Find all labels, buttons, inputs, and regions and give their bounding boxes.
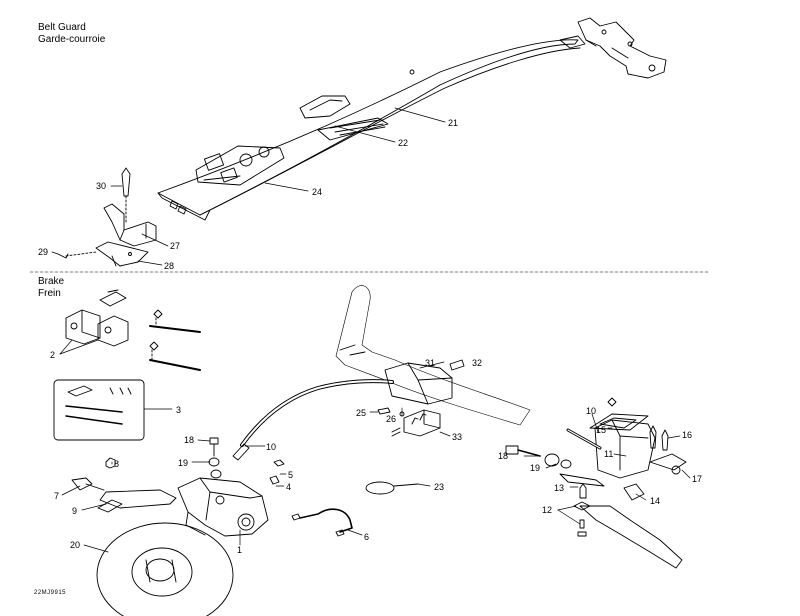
callout-14: 14 bbox=[650, 496, 660, 506]
callout-5: 5 bbox=[288, 470, 293, 480]
callout-33: 33 bbox=[452, 432, 462, 442]
callout-31: 31 bbox=[425, 358, 435, 368]
callout-30: 30 bbox=[96, 181, 106, 191]
callout-27: 27 bbox=[170, 241, 180, 251]
callout-2: 2 bbox=[50, 350, 55, 360]
callout-13: 13 bbox=[554, 483, 564, 493]
callout-19: 19 bbox=[178, 458, 188, 468]
belt-guard-title-fr: Garde-courroie bbox=[38, 34, 106, 45]
callout-28: 28 bbox=[164, 261, 174, 271]
callout-9: 9 bbox=[72, 506, 77, 516]
callout-22: 22 bbox=[398, 138, 408, 148]
callout-3: 3 bbox=[176, 405, 181, 415]
callout-29: 29 bbox=[38, 247, 48, 257]
callout-32: 32 bbox=[472, 358, 482, 368]
callout-21: 21 bbox=[448, 118, 458, 128]
callout-labels: 21 22 24 30 27 29 28 2 3 8 7 9 20 18 19 … bbox=[38, 118, 702, 555]
callout-18-right: 18 bbox=[498, 451, 508, 461]
callout-1: 1 bbox=[237, 545, 242, 555]
callout-4: 4 bbox=[286, 482, 291, 492]
callout-16: 16 bbox=[682, 430, 692, 440]
belt-guard-drawing bbox=[57, 17, 667, 267]
callout-11: 11 bbox=[604, 449, 613, 459]
callout-6: 6 bbox=[364, 532, 369, 542]
callout-25: 25 bbox=[356, 408, 366, 418]
belt-guard-leaders bbox=[51, 107, 446, 266]
callout-7: 7 bbox=[54, 491, 59, 501]
diagram-code: 22MJ9915 bbox=[34, 590, 67, 596]
callout-19-right: 19 bbox=[530, 463, 540, 473]
callout-10: 10 bbox=[266, 442, 276, 452]
brake-title-fr: Frein bbox=[38, 288, 61, 299]
callout-15: 15 bbox=[596, 425, 606, 435]
callout-10-right: 10 bbox=[586, 406, 596, 416]
callout-23: 23 bbox=[434, 482, 444, 492]
callout-24: 24 bbox=[312, 187, 322, 197]
callout-12: 12 bbox=[542, 505, 552, 515]
callout-26: 26 bbox=[386, 414, 396, 424]
callout-18: 18 bbox=[184, 435, 194, 445]
brake-drawing bbox=[53, 285, 687, 616]
brake-leaders bbox=[59, 339, 691, 553]
callout-20: 20 bbox=[70, 540, 80, 550]
brake-title: Brake Frein bbox=[38, 276, 64, 300]
belt-guard-title-en: Belt Guard bbox=[38, 22, 86, 33]
callout-8: 8 bbox=[114, 459, 119, 469]
brake-title-en: Brake bbox=[38, 276, 65, 287]
callout-17: 17 bbox=[692, 474, 702, 484]
belt-guard-title: Belt Guard Garde-courroie bbox=[38, 22, 105, 46]
